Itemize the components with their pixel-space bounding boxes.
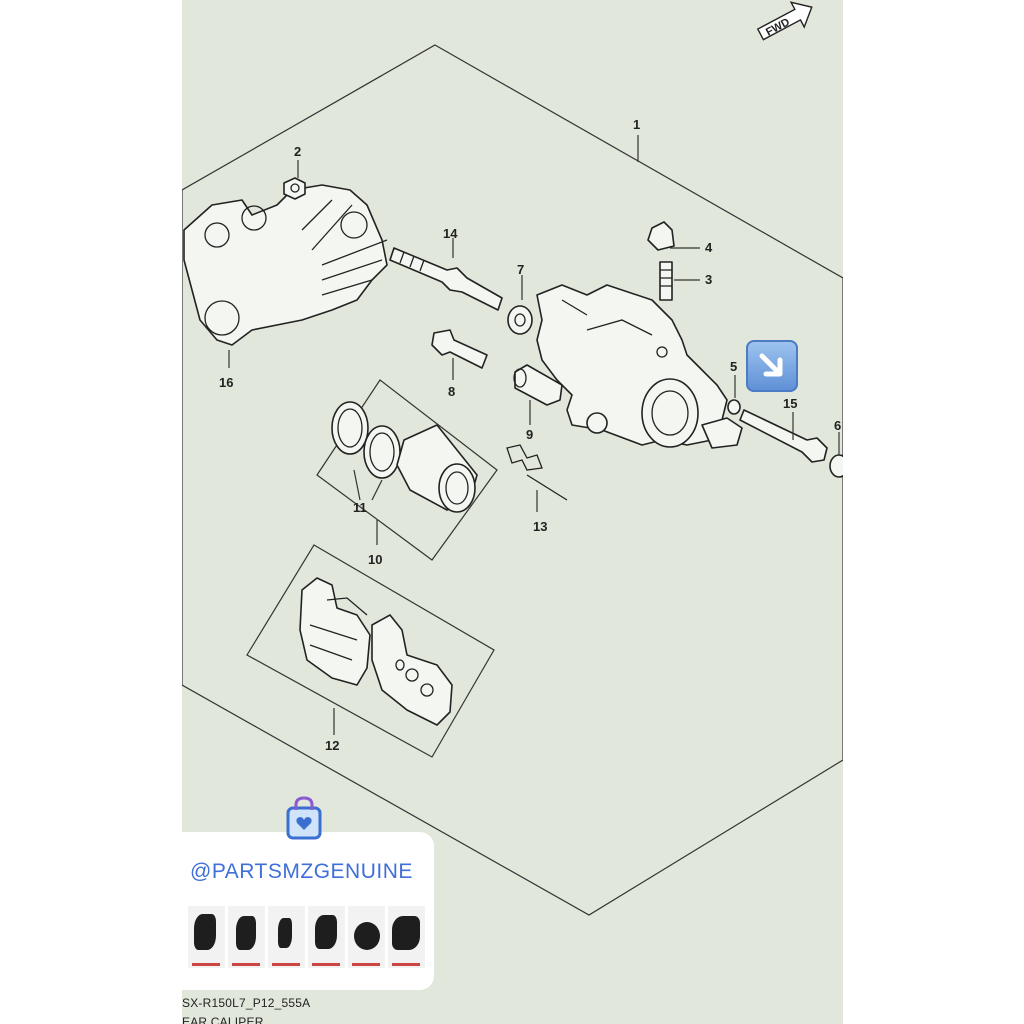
arrow-down-right-icon	[746, 340, 798, 392]
product-thumbnails	[188, 906, 425, 968]
watermark-card: @PARTSMZGENUINE	[182, 832, 434, 990]
part-13-spring	[506, 444, 568, 501]
part-6-cap	[829, 454, 843, 478]
diagram-title: EAR CALIPER	[182, 1015, 264, 1024]
callout-3: 3	[705, 272, 712, 287]
diagram-code: SX-R150L7_P12_555A	[182, 996, 311, 1010]
callout-12: 12	[325, 738, 339, 753]
product-thumbnail	[188, 906, 225, 968]
part-8-pin	[431, 329, 488, 369]
callout-1: 1	[633, 117, 640, 132]
part-12-brake-pads	[246, 544, 495, 758]
part-4-cap	[647, 221, 675, 251]
callout-5: 5	[730, 359, 737, 374]
callout-16: 16	[219, 375, 233, 390]
fwd-arrow-icon: FWD	[756, 1, 813, 41]
part-3-bleeder	[659, 261, 673, 301]
part-9-sleeve	[513, 364, 563, 406]
callout-13: 13	[533, 519, 547, 534]
fwd-label: FWD	[764, 16, 792, 38]
leader-lines	[228, 135, 840, 735]
caliper-body	[536, 284, 743, 449]
watermark-handle: @PARTSMZGENUINE	[190, 860, 413, 883]
shopping-bag-heart-icon	[286, 796, 322, 840]
product-thumbnail	[308, 906, 345, 968]
assembly-outline	[182, 44, 843, 916]
callout-8: 8	[448, 384, 455, 399]
part-5-washer	[727, 399, 741, 415]
callout-14: 14	[443, 226, 458, 241]
parts-diagram: FWD	[182, 1, 843, 916]
callout-2: 2	[294, 144, 301, 159]
part-7-boot	[507, 305, 533, 335]
part-10-piston-kit	[316, 379, 498, 561]
product-thumbnail	[228, 906, 265, 968]
callout-10: 10	[368, 552, 382, 567]
part-14-pin	[389, 247, 503, 311]
callout-6: 6	[834, 418, 841, 433]
callout-4: 4	[705, 240, 713, 255]
callout-11: 11	[353, 500, 367, 515]
part-15-pin	[739, 409, 828, 463]
part-2-nut	[283, 177, 306, 200]
product-thumbnail	[388, 906, 425, 968]
callout-9: 9	[526, 427, 533, 442]
diagram-panel: FWD	[182, 0, 843, 1024]
product-thumbnail	[348, 906, 385, 968]
callout-15: 15	[783, 396, 797, 411]
part-16-bracket	[183, 184, 388, 346]
product-thumbnail	[268, 906, 305, 968]
callout-7: 7	[517, 262, 524, 277]
